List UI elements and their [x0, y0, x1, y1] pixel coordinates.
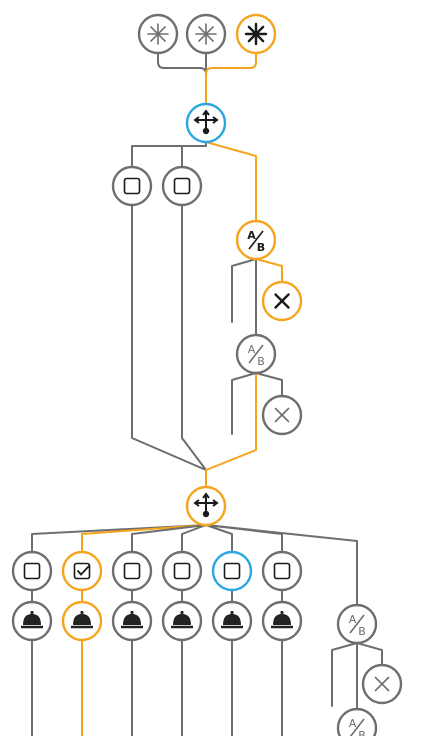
node-trigger-2[interactable] [185, 13, 227, 55]
node-router-top[interactable] [185, 102, 227, 144]
node-exit-2[interactable] [261, 394, 303, 436]
node-serve-5[interactable] [211, 600, 253, 642]
connector-line [205, 141, 257, 222]
cloche-icon [271, 610, 293, 629]
node-split-4[interactable]: AB [336, 707, 378, 736]
square-icon [173, 562, 191, 580]
ab-split-icon: AB [248, 343, 265, 368]
connector-line [181, 141, 207, 168]
square-icon [23, 562, 41, 580]
svg-text:A: A [349, 613, 357, 626]
connector-line [331, 642, 358, 707]
node-step-b6[interactable] [261, 550, 303, 592]
square-icon [123, 177, 141, 195]
connector-line [157, 52, 207, 105]
connector-line [181, 204, 207, 471]
node-step-b5[interactable] [211, 550, 253, 592]
svg-text:B: B [358, 729, 366, 736]
connector-line [205, 524, 358, 606]
ab-split-icon: AB [349, 717, 366, 736]
node-step-b3[interactable] [111, 550, 153, 592]
node-serve-2[interactable] [61, 600, 103, 642]
node-step-b4[interactable] [161, 550, 203, 592]
node-split-3[interactable]: AB [336, 603, 378, 645]
asterisk-icon [244, 22, 268, 46]
svg-text:A: A [349, 717, 357, 730]
node-router-mid[interactable] [185, 485, 227, 527]
svg-text:B: B [257, 241, 265, 254]
square-icon [223, 562, 241, 580]
svg-text:A: A [248, 343, 256, 356]
connector-line [205, 524, 233, 553]
node-serve-1[interactable] [11, 600, 53, 642]
node-step-a2[interactable] [161, 165, 203, 207]
node-serve-6[interactable] [261, 600, 303, 642]
connector-line [231, 258, 257, 323]
connector-line [205, 372, 257, 471]
svg-text:B: B [358, 625, 366, 638]
connector-line [255, 372, 283, 397]
connector-line [131, 524, 207, 553]
connector-line [356, 642, 383, 666]
node-trigger-3[interactable] [235, 13, 277, 55]
node-trigger-1[interactable] [137, 13, 179, 55]
node-serve-3[interactable] [111, 600, 153, 642]
node-step-b2[interactable] [61, 550, 103, 592]
ab-split-icon: AB [247, 229, 265, 254]
connector-line [81, 524, 207, 553]
close-icon [374, 676, 390, 692]
node-exit-1[interactable] [261, 280, 303, 322]
cloche-icon [171, 610, 193, 629]
asterisk-icon [147, 23, 169, 45]
cloche-icon [21, 610, 43, 629]
square-icon [173, 177, 191, 195]
node-exit-3[interactable] [361, 663, 403, 705]
move-arrows-icon [193, 492, 219, 518]
connector-line [231, 372, 257, 435]
close-icon [274, 407, 290, 423]
ab-split-icon: AB [349, 613, 366, 638]
connector-line [131, 204, 207, 471]
connector-line [181, 524, 207, 553]
checkbox-icon [73, 562, 91, 580]
connector-line [255, 258, 283, 283]
connector-line [31, 524, 207, 553]
connector-lines [31, 52, 383, 736]
asterisk-icon [195, 23, 217, 45]
connector-line [205, 52, 257, 105]
cloche-icon [71, 610, 93, 629]
close-icon [274, 293, 290, 309]
svg-text:A: A [247, 229, 256, 242]
node-serve-4[interactable] [161, 600, 203, 642]
node-step-a1[interactable] [111, 165, 153, 207]
square-icon [273, 562, 291, 580]
cloche-icon [121, 610, 143, 629]
square-icon [123, 562, 141, 580]
svg-text:B: B [257, 355, 265, 368]
cloche-icon [221, 610, 243, 629]
node-split-2[interactable]: AB [235, 333, 277, 375]
move-arrows-icon [193, 109, 219, 135]
node-step-b1[interactable] [11, 550, 53, 592]
node-split-1[interactable]: AB [235, 219, 277, 261]
